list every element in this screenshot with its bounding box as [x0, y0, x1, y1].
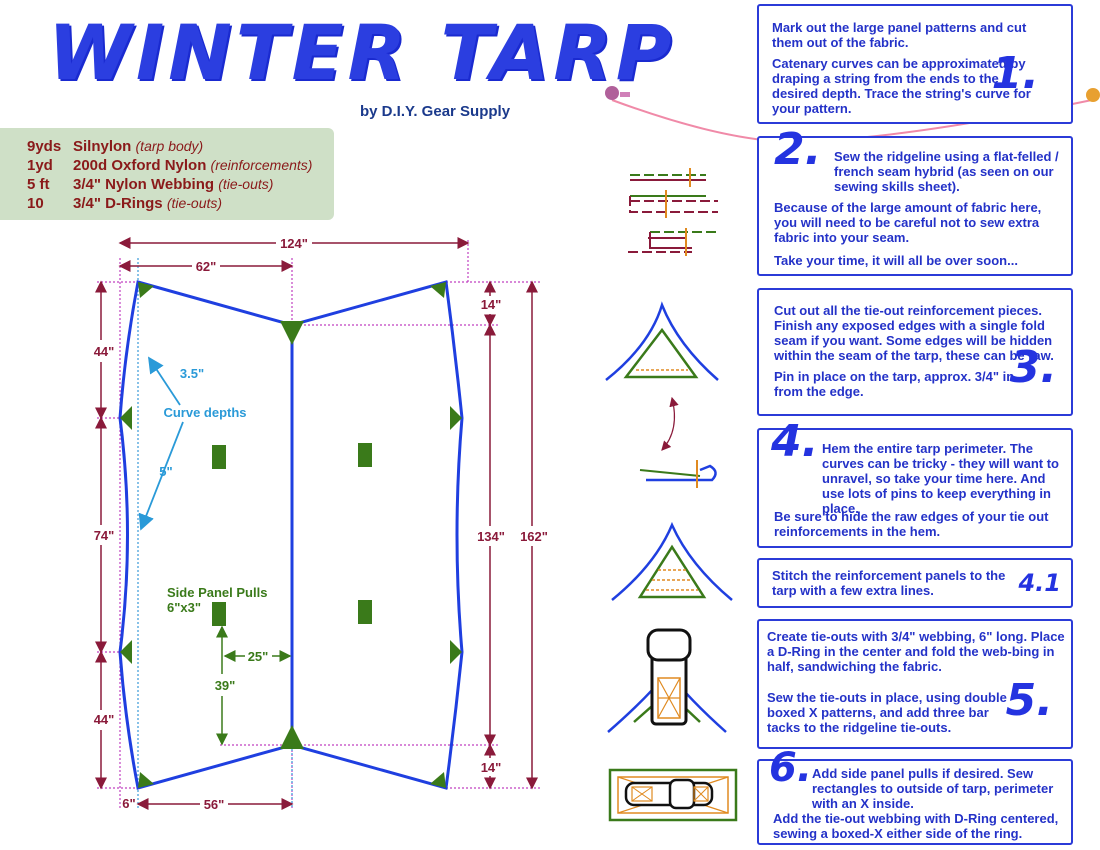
dim-total-width: 124" [280, 236, 308, 251]
materials-list: 9yds Silnylon (tarp body) 1yd 200d Oxford … [0, 128, 334, 220]
material-qty: 10 [27, 195, 44, 212]
material-qty: 5 ft [27, 176, 50, 193]
pushpin-icon [605, 86, 619, 100]
step-1-number: 1. [991, 48, 1039, 99]
material-name: 3/4" D-Rings [73, 195, 163, 212]
dim-right-total: 162" [520, 529, 548, 544]
step-1-text-2: Catenary curves can be approximated by d… [772, 56, 1031, 116]
dim-bottom-offset: 6" [122, 796, 135, 811]
byline: by D.I.Y. Gear Supply [360, 103, 511, 120]
step-2-number: 2. [774, 124, 822, 175]
step-2-text-3: Take your time, it will all be over soon… [774, 253, 1018, 268]
step-1-text-1: Mark out the large panel patterns and cu… [772, 20, 1027, 50]
dim-bottom-left-height: 44" [94, 712, 115, 727]
material-item: 9yds Silnylon (tarp body) [27, 138, 203, 155]
step-4-1-box: Stitch the reinforcement panels to the t… [757, 558, 1073, 608]
step-3-box: Cut out all the tie-out reinforcement pi… [757, 288, 1073, 416]
step-6-number: 6. [769, 745, 813, 791]
material-qty: 9yds [27, 138, 62, 155]
material-use: (reinforcements) [210, 157, 313, 173]
step-4-1-text: Stitch the reinforcement panels to the t… [772, 568, 1006, 598]
curve-depth-arrows [138, 356, 184, 531]
curve-depth-1: 3.5" [180, 366, 204, 381]
side-pull-illustration [608, 768, 738, 822]
reinforcement-triangle-illustration [605, 301, 719, 451]
step-2-text-2: Because of the large amount of fabric he… [774, 200, 1042, 245]
tarp-outline [118, 280, 464, 790]
material-use: (tarp body) [135, 138, 204, 154]
step-5-text-2: Sew the tie-outs in place, using double … [767, 690, 1007, 735]
step-5-box: Create tie-outs with 3/4" webbing, 6" lo… [757, 619, 1073, 749]
material-use: (tie-outs) [218, 176, 274, 192]
step-3-number: 3. [1009, 342, 1057, 393]
pull-dimension-lines [216, 625, 292, 746]
step-4-text-2: Be sure to hide the raw edges of your ti… [774, 509, 1049, 539]
step-2-box: Sew the ridgeline using a flat-felled / … [757, 124, 1073, 276]
dim-right-middle: 134" [477, 529, 505, 544]
hem-fold-illustration [639, 460, 717, 488]
step-3-text-2: Pin in place on the tarp, approx. 3/4" i… [774, 369, 1015, 399]
seam-illustration [628, 168, 720, 256]
material-name: 200d Oxford Nylon [73, 157, 207, 174]
dim-right-bottom: 14" [481, 760, 502, 775]
stitched-triangle-illustration [611, 521, 733, 601]
dim-pull-vertical: 39" [215, 678, 236, 693]
curve-depths-label: Curve depths [163, 405, 246, 420]
side-pull-label: Side Panel Pulls [167, 585, 267, 600]
step-4-number: 4. [771, 416, 819, 467]
tie-out-illustration [607, 628, 727, 733]
step-4-1-number: 4.1 [1018, 569, 1061, 597]
dim-half-width: 62" [196, 259, 217, 274]
material-item: 10 3/4" D-Rings (tie-outs) [27, 195, 222, 212]
side-pull-size: 6"x3" [167, 600, 201, 615]
pushpin-icon [1086, 88, 1100, 102]
material-item: 5 ft 3/4" Nylon Webbing (tie-outs) [27, 176, 273, 193]
material-item: 1yd 200d Oxford Nylon (reinforcements) [27, 157, 312, 174]
guide-lines [97, 240, 540, 808]
step-5-number: 5. [1005, 675, 1053, 726]
step-4-text-1: Hem the entire tarp perimeter. The curve… [822, 441, 1059, 516]
dim-top-left-height: 44" [94, 344, 115, 359]
material-use: (tie-outs) [166, 195, 223, 211]
step-6-text-2: Add the tie-out webbing with D-Ring cent… [773, 811, 1059, 841]
material-name: Silnylon [73, 138, 132, 155]
material-qty: 1yd [27, 157, 53, 174]
reinforcement-patches [120, 282, 462, 788]
material-name: 3/4" Nylon Webbing [73, 176, 215, 193]
dim-middle-height: 74" [94, 528, 115, 543]
curve-depth-2: 5" [159, 464, 172, 479]
page-title: WINTER TARP [48, 8, 676, 97]
title-block: WINTER TARP [48, 8, 671, 113]
step-5-text-1: Create tie-outs with 3/4" webbing, 6" lo… [767, 629, 1065, 674]
step-1-box: Mark out the large panel patterns and cu… [757, 4, 1073, 124]
step-3-text-1: Cut out all the tie-out reinforcement pi… [774, 303, 1054, 363]
dimension-lines [95, 237, 538, 810]
dim-bottom-width: 56" [204, 797, 225, 812]
dim-right-top: 14" [481, 297, 502, 312]
dim-pull-horizontal: 25" [248, 649, 269, 664]
step-6-text-1: Add side panel pulls if desired. Sew rec… [812, 766, 1054, 811]
step-4-box: Hem the entire tarp perimeter. The curve… [757, 416, 1073, 548]
step-2-text-1: Sew the ridgeline using a flat-felled / … [834, 149, 1059, 194]
step-6-box: Add side panel pulls if desired. Sew rec… [757, 745, 1073, 845]
